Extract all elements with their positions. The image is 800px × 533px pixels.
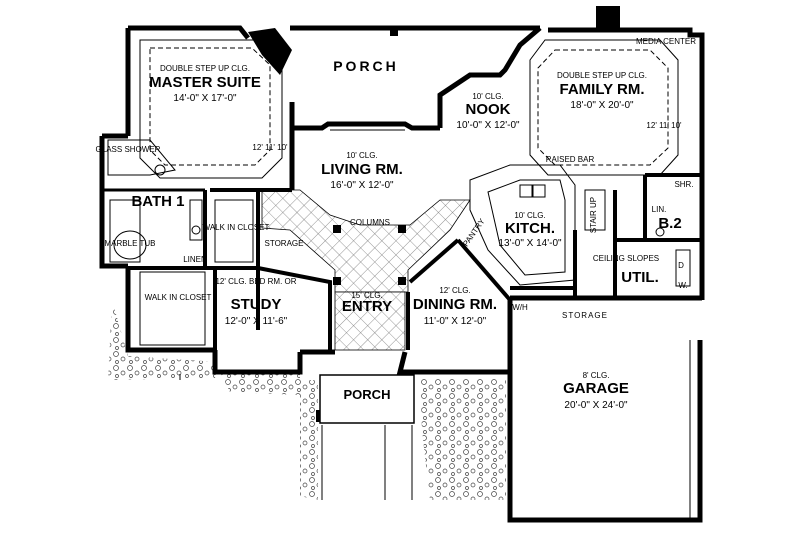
family-name: FAMILY RM.: [559, 81, 644, 98]
dining-name: DINING RM.: [413, 296, 497, 313]
util-name: UTIL.: [621, 269, 659, 286]
entry-name: ENTRY: [342, 298, 392, 315]
study-dims: 12'-0" X 11'-6": [225, 316, 288, 327]
pantry: PANTRY: [461, 216, 487, 248]
master-name: MASTER SUITE: [149, 74, 261, 91]
living-dims: 16'-0" X 12'-0": [330, 180, 394, 191]
room-labels: PORCH DOUBLE STEP UP CLG. MASTER SUITE 1…: [96, 37, 697, 411]
linen: LINEN: [183, 255, 207, 264]
living-ceiling: 10' CLG.: [346, 151, 377, 160]
interior-walls: [102, 173, 700, 352]
walk-in-closet-small: WALK IN CLOSET: [203, 223, 270, 232]
tile-floor: [261, 189, 471, 351]
dining-dims: 11'-0" X 12'-0": [424, 316, 487, 327]
water-heater: W/H: [512, 303, 528, 312]
kitchen-ceiling: 10' CLG.: [514, 211, 545, 220]
storage-mid: STORAGE: [265, 239, 304, 248]
dryer: D: [678, 261, 684, 270]
b2-name: B.2: [658, 215, 681, 232]
nook-ceiling: 10' CLG.: [472, 92, 503, 101]
media-center: MEDIA CENTER: [636, 37, 696, 46]
stair-up: STAIR UP: [589, 197, 598, 233]
lin: LIN.: [652, 205, 667, 214]
walk-in-closet-big: WALK IN CLOSET: [145, 293, 212, 302]
nook-name: NOOK: [466, 101, 511, 118]
kitchen-dims: 13'-0" X 14'-0": [498, 238, 562, 249]
entry-ceiling: 15' CLG.: [351, 291, 382, 300]
landscaping: [108, 300, 506, 500]
master-ceiling: DOUBLE STEP UP CLG.: [160, 64, 250, 73]
fixtures: [107, 139, 691, 380]
exterior-walls: [99, 25, 705, 523]
glass-shower: GLASS SHOWER: [96, 145, 161, 154]
garage-ceiling: 8' CLG.: [583, 371, 610, 380]
master-dims: 14'-0" X 17'-0": [173, 93, 237, 104]
shr: SHR.: [674, 180, 693, 189]
family-dims: 18'-0" X 20'-0": [570, 100, 634, 111]
storage-garage: STORAGE: [562, 311, 608, 320]
living-name: LIVING RM.: [321, 161, 403, 178]
porch-top-label: PORCH: [333, 58, 399, 74]
garage-name: GARAGE: [563, 380, 629, 397]
nook-dims: 10'-0" X 12'-0": [456, 120, 520, 131]
kitchen-name: KITCH.: [505, 220, 555, 237]
master-height: 12' 11' 10': [252, 143, 288, 152]
raised-bar: RAISED BAR: [546, 155, 595, 164]
garage-dims: 20'-0" X 24'-0": [564, 400, 628, 411]
dining-ceiling: 12' CLG.: [439, 286, 470, 295]
porch-front-label: PORCH: [344, 387, 391, 402]
ceiling-slopes: CEILING SLOPES: [593, 254, 659, 263]
front-porch: [319, 374, 415, 500]
columns-label: COLUMNS: [350, 218, 390, 227]
bath1-name: BATH 1: [131, 193, 184, 210]
washer: W.: [678, 281, 687, 290]
study-name: STUDY: [231, 296, 282, 313]
study-ceiling: 12' CLG. BED RM. OR: [215, 277, 296, 286]
marble-tub: MARBLE TUB: [105, 239, 156, 248]
family-height: 12' 11' 10': [646, 121, 682, 130]
family-ceiling: DOUBLE STEP UP CLG.: [557, 71, 647, 80]
